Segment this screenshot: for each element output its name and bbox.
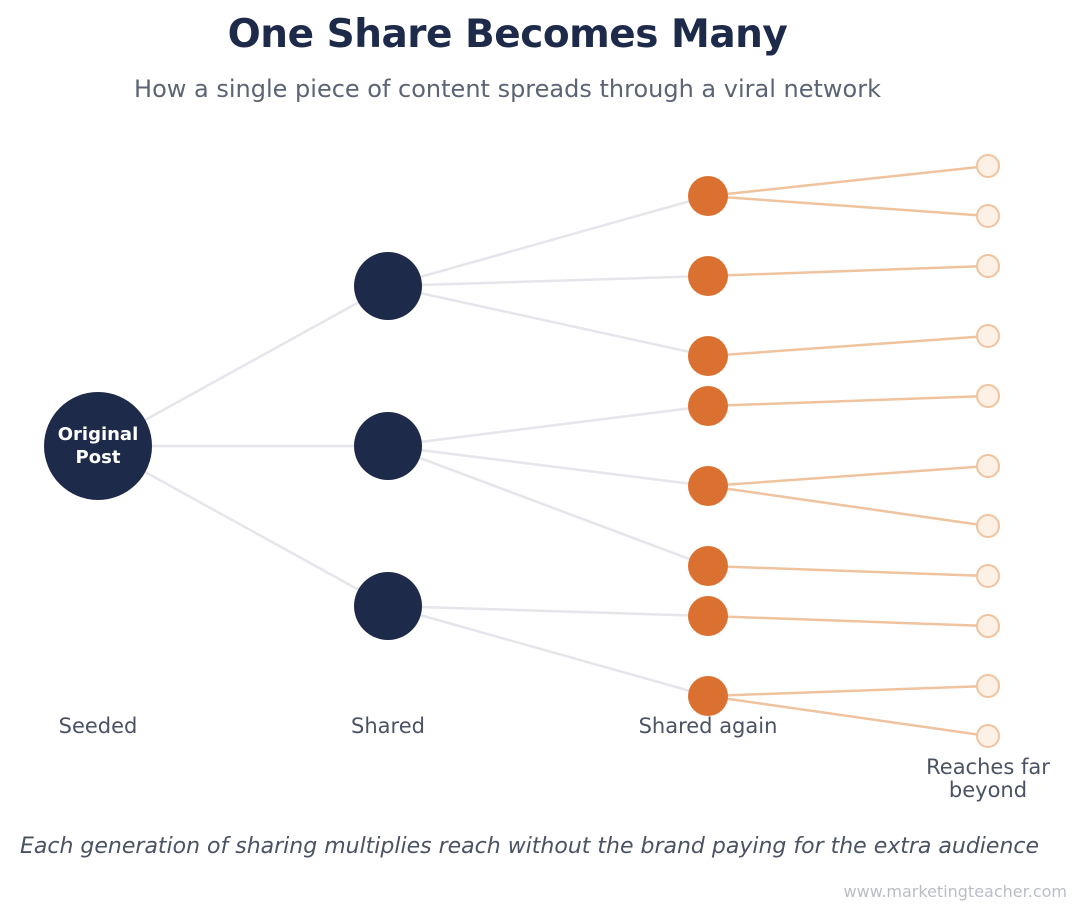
- edge-shared-to-shared-again-5: [387, 444, 709, 488]
- reach-node-5: [976, 384, 1000, 408]
- page-subtitle: How a single piece of content spreads th…: [134, 75, 881, 103]
- original-post-node: [44, 392, 152, 500]
- edge-shared-to-shared-again-4: [387, 404, 709, 448]
- edge-root-to-shared-3: [97, 444, 389, 608]
- edge-shared-again-to-reach-4: [707, 334, 989, 358]
- edge-shared-again-to-reach-3: [707, 264, 989, 278]
- reach-node-3: [976, 254, 1000, 278]
- reach-node-6: [976, 454, 1000, 478]
- network-edges: [97, 164, 989, 738]
- shared-again-node-2: [688, 256, 728, 296]
- footer-caption: Each generation of sharing multiplies re…: [20, 834, 1040, 859]
- edge-shared-again-to-reach-11: [707, 694, 989, 738]
- reach-node-4: [976, 324, 1000, 348]
- shared-node-2: [354, 412, 422, 480]
- network-nodes: [44, 154, 1000, 748]
- edge-shared-again-to-reach-1: [707, 164, 989, 198]
- shared-again-node-6: [688, 546, 728, 586]
- source-credit: www.marketingteacher.com: [843, 882, 1067, 901]
- shared-node-3: [354, 572, 422, 640]
- edge-shared-again-to-reach-10: [707, 684, 989, 698]
- reach-node-1: [976, 154, 1000, 178]
- shared-again-node-5: [688, 466, 728, 506]
- shared-again-node-1: [688, 176, 728, 216]
- original-post-label: Original Post: [57, 424, 139, 468]
- edge-root-to-shared-1: [97, 284, 389, 448]
- edge-shared-again-to-reach-9: [707, 614, 989, 628]
- reach-node-10: [976, 674, 1000, 698]
- edge-shared-again-to-reach-7: [707, 484, 989, 528]
- edge-shared-to-shared-again-2: [387, 274, 709, 288]
- edge-shared-again-to-reach-2: [707, 194, 989, 218]
- reach-node-11: [976, 724, 1000, 748]
- reach-node-2: [976, 204, 1000, 228]
- shared-again-node-8: [688, 676, 728, 716]
- edge-shared-again-to-reach-5: [707, 394, 989, 408]
- stage-label-seeded: Seeded: [58, 714, 138, 738]
- edge-shared-to-shared-again-8: [387, 604, 709, 698]
- reach-node-8: [976, 564, 1000, 588]
- page-title: One Share Becomes Many: [227, 12, 788, 57]
- shared-again-node-3: [688, 336, 728, 376]
- edge-shared-again-to-reach-8: [707, 564, 989, 578]
- shared-node-1: [354, 252, 422, 320]
- stage-label-reaches-far-beyond: Reaches far beyond: [926, 755, 1050, 802]
- edge-shared-to-shared-again-6: [387, 444, 709, 568]
- edge-shared-again-to-reach-6: [707, 464, 989, 488]
- edge-shared-to-shared-again-3: [387, 284, 709, 358]
- reach-node-7: [976, 514, 1000, 538]
- stage-label-shared: Shared: [351, 714, 425, 738]
- edge-shared-to-shared-again-1: [387, 194, 709, 288]
- shared-again-node-4: [688, 386, 728, 426]
- stage-label-shared-again: Shared again: [638, 714, 778, 738]
- shared-again-node-7: [688, 596, 728, 636]
- reach-node-9: [976, 614, 1000, 638]
- edge-shared-to-shared-again-7: [387, 604, 709, 618]
